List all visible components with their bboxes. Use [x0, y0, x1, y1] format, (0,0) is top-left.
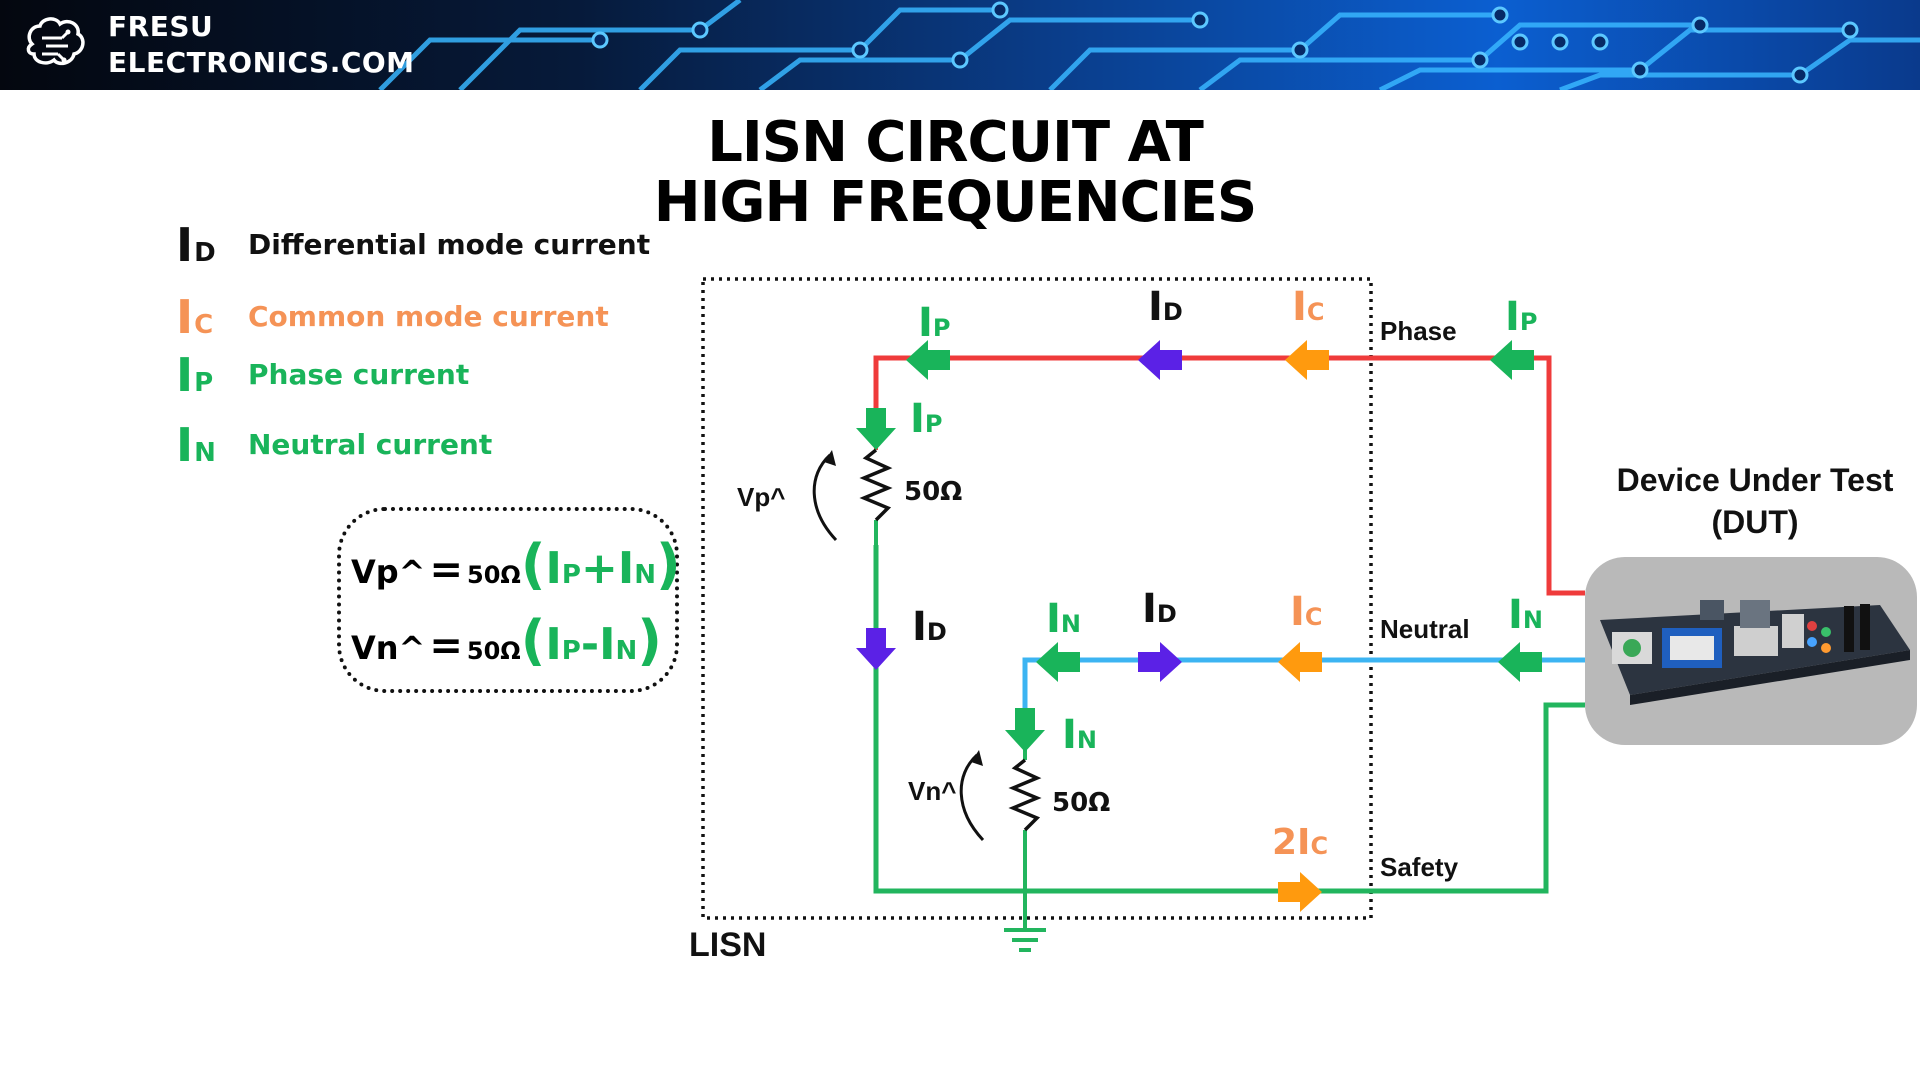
in-arrow-down-icon	[1005, 708, 1045, 752]
ic-safety-arrow-right-icon	[1278, 872, 1322, 912]
resistor-n-icon	[1008, 758, 1042, 832]
circuit-traces-background	[378, 0, 1920, 90]
ic-neutral-arrow-left-icon	[1278, 642, 1322, 682]
legend-label: Common mode current	[248, 300, 609, 333]
page-title-line2: HIGH FREQUENCIES	[653, 170, 1257, 235]
dut-title-line1: Device Under Test	[1616, 462, 1894, 498]
phase-wire	[873, 355, 1585, 596]
voltage-arrow-p-icon	[812, 453, 838, 542]
in-arrow-right-icon	[1498, 642, 1542, 682]
in-down-label: IN	[1062, 712, 1097, 758]
equation-vp: Vp^=50Ω(IP+IN)	[351, 533, 681, 596]
phase-label: Phase	[1380, 316, 1457, 346]
in-right-label: IN	[1508, 592, 1543, 638]
ip-top-right-label: IP	[1505, 294, 1537, 340]
id-neutral-label: ID	[1142, 586, 1177, 632]
ic-arrow-left-icon	[1285, 340, 1329, 380]
ip-arrow-right-icon	[1490, 340, 1534, 380]
voltage-p-label: Vp^	[737, 482, 785, 512]
header-banner: FRESU ELECTRONICS.COM	[0, 0, 1920, 90]
ip-top-left-label: IP	[918, 300, 950, 346]
legend-symbol: IN	[176, 418, 216, 472]
id-arrow-left-icon	[1138, 340, 1182, 380]
resistor-n-value: 50Ω	[1052, 788, 1110, 818]
ip-arrow-left-icon	[906, 340, 950, 380]
resistor-p-value: 50Ω	[904, 477, 962, 507]
dut-device	[1585, 557, 1917, 745]
in-arrow-left-icon	[1036, 642, 1080, 682]
id-arrow-right-icon	[1138, 642, 1182, 682]
brain-chip-icon	[26, 17, 85, 66]
legend-symbol: ID	[176, 218, 216, 272]
equation-vn: Vn^=50Ω(IP-IN)	[351, 609, 662, 672]
ic-neutral-label: IC	[1290, 589, 1323, 635]
ic-safety-label: 2IC	[1272, 822, 1328, 863]
safety-label: Safety	[1380, 852, 1459, 882]
ip-arrow-down-icon	[856, 408, 896, 450]
ip-down-label: IP	[910, 396, 942, 442]
neutral-wire	[1022, 657, 1585, 715]
legend-label: Phase current	[248, 358, 470, 391]
in-left-label: IN	[1046, 596, 1081, 642]
page-title-line1: LISN CIRCUIT AT	[707, 110, 1204, 175]
resistor-p-icon	[859, 448, 893, 522]
lisn-box	[701, 277, 1373, 920]
legend-symbol: IC	[176, 290, 214, 344]
motherboard-icon	[1600, 600, 1910, 705]
voltage-n-label: Vn^	[908, 776, 956, 806]
legend-symbol: IP	[176, 348, 214, 402]
equation-box: Vp^=50Ω(IP+IN) Vn^=50Ω(IP-IN)	[337, 507, 681, 693]
brand-name-line1: FRESU	[108, 10, 214, 43]
ground-icon	[1004, 928, 1046, 952]
ic-top-label: IC	[1292, 284, 1325, 330]
id-arrow-down-icon	[856, 628, 896, 670]
safety-wire	[873, 545, 1585, 894]
voltage-arrow-n-icon	[959, 753, 985, 842]
brand-name-line2: ELECTRONICS.COM	[108, 46, 415, 79]
id-top-label: ID	[1148, 284, 1183, 330]
id-down-label: ID	[912, 604, 947, 650]
dut-title-line2: (DUT)	[1711, 504, 1799, 540]
lisn-label: LISN	[689, 926, 766, 964]
legend-label: Neutral current	[248, 428, 493, 461]
neutral-label: Neutral	[1380, 614, 1470, 644]
legend-label: Differential mode current	[248, 228, 651, 261]
